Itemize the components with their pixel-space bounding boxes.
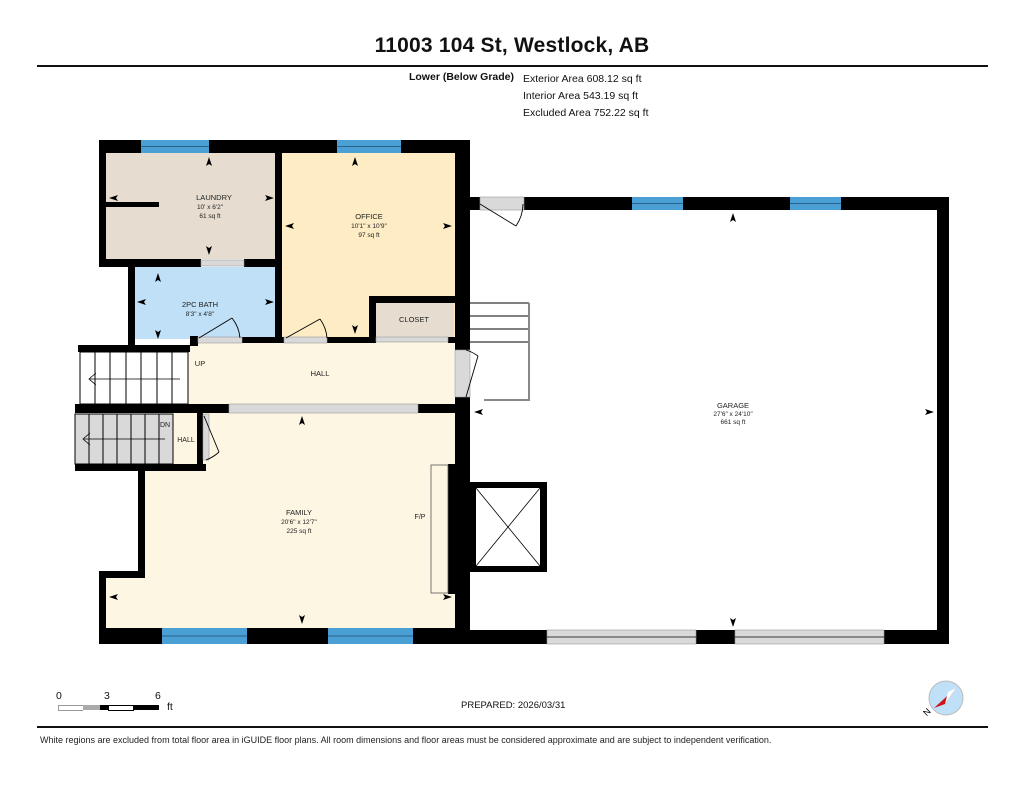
stairs-down-label: DN xyxy=(160,422,170,429)
windows xyxy=(141,140,841,644)
prepared-date: PREPARED: 2026/03/31 xyxy=(461,700,566,711)
garage-room xyxy=(470,210,937,630)
garage-entry-stairs xyxy=(470,302,529,343)
compass-north-label: N xyxy=(921,706,933,718)
office-area: 97 sq ft xyxy=(358,232,380,239)
scale-tick-3: 3 xyxy=(104,690,110,702)
closet-name: CLOSET xyxy=(399,315,429,324)
family-name: FAMILY xyxy=(286,508,312,517)
laundry-name: LAUNDRY xyxy=(196,193,232,202)
laundry-area: 61 sq ft xyxy=(199,213,221,220)
garage-name: GARAGE xyxy=(717,401,749,410)
scale-unit: ft xyxy=(167,701,173,713)
garage-area: 661 sq ft xyxy=(721,419,746,426)
bath-dims: 8'3" x 4'8" xyxy=(186,311,215,318)
disclaimer: White regions are excluded from total fl… xyxy=(40,735,772,745)
stairs-down xyxy=(74,413,174,465)
plan-title: 11003 104 St, Westlock, AB xyxy=(374,34,650,57)
laundry-dims: 10' x 6'2" xyxy=(197,204,224,211)
footer-divider xyxy=(37,726,988,728)
bath-name: 2PC BATH xyxy=(182,300,218,309)
stairs-up xyxy=(79,351,189,405)
office-dims: 10'1" x 10'9" xyxy=(351,223,387,230)
scale-bar: 0 3 6 ft xyxy=(52,690,192,720)
garage-dims: 27'6" x 24'10" xyxy=(713,411,753,418)
stairs-up-label: UP xyxy=(195,359,205,368)
exterior-area: Exterior Area 608.12 sq ft xyxy=(523,73,642,85)
fireplace xyxy=(430,464,449,594)
excluded-area: Excluded Area 752.22 sq ft xyxy=(523,107,649,119)
header-divider xyxy=(37,65,988,67)
office-name: OFFICE xyxy=(355,212,383,221)
area-summary: Exterior Area 608.12 sq ft Interior Area… xyxy=(523,71,649,122)
closet-room xyxy=(376,303,454,337)
hall-upper-name: HALL xyxy=(311,369,330,378)
hall-lower-name: HALL xyxy=(177,437,195,444)
family-area: 225 sq ft xyxy=(287,528,312,535)
fireplace-label: F/P xyxy=(415,514,426,521)
interior-area: Interior Area 543.19 sq ft xyxy=(523,90,638,102)
door-swings xyxy=(198,203,524,461)
scale-tick-6: 6 xyxy=(155,690,161,702)
compass-icon: N xyxy=(921,680,964,718)
dimension-arrows xyxy=(109,157,934,627)
floor-label: Lower (Below Grade) xyxy=(408,71,514,83)
scale-tick-0: 0 xyxy=(56,690,62,702)
hall-upper xyxy=(188,342,454,404)
family-dims: 20'6" x 12'7" xyxy=(281,519,317,526)
